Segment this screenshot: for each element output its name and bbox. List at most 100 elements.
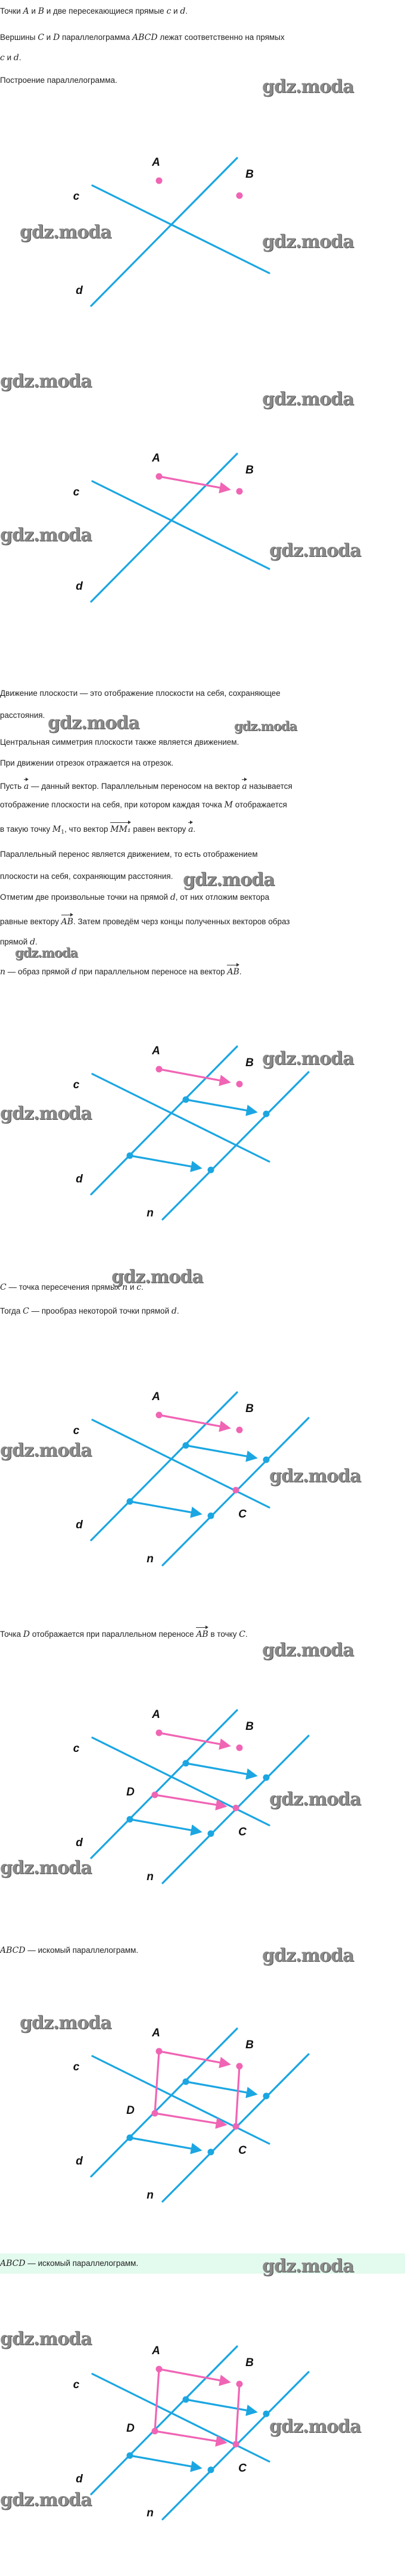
text-run: и (29, 7, 38, 16)
text-paragraph: плоскости на себя, сохраняющим расстояни… (0, 871, 173, 882)
construction-point (126, 2134, 133, 2141)
figure-canvas (90, 1709, 310, 1884)
side-AD (154, 2050, 160, 2114)
figure-canvas (90, 157, 270, 307)
text-paragraph: в такую точку M1, что вектор MM₁ равен в… (0, 821, 195, 838)
label-n: n (147, 2189, 154, 2202)
text-run: . (245, 1630, 248, 1639)
construction-point (207, 2148, 214, 2156)
watermark: gdz.moda (0, 1103, 92, 1124)
translation-vector-1 (185, 2398, 258, 2416)
text-run: и (4, 53, 14, 62)
text-run: Пусть (0, 782, 24, 791)
label-A: A (152, 2345, 160, 2357)
point-C (232, 2123, 239, 2130)
line-d (90, 2345, 238, 2496)
watermark: gdz.moda (0, 2329, 92, 2349)
translation-vector-2 (129, 1154, 202, 1172)
line-d (90, 2027, 238, 2178)
text-paragraph: Центральная симметрия плоскости также яв… (0, 737, 239, 748)
label-d: d (76, 1173, 83, 1185)
math-symbol: d (13, 53, 19, 63)
text-run: Движение плоскости — это отображение пло… (0, 689, 281, 698)
label-B: B (245, 168, 254, 181)
text-paragraph: Пусть a — данный вектор. Параллельным пе… (0, 778, 292, 792)
label-n: n (147, 1553, 154, 1565)
label-A: A (152, 452, 160, 465)
text-run: , от них отложим вектора (175, 893, 270, 902)
watermark: gdz.moda (262, 2256, 354, 2277)
label-B: B (245, 1720, 254, 1733)
construction-point (182, 1760, 189, 1767)
construction-point (182, 1442, 189, 1449)
math-symbol: d (71, 967, 77, 977)
label-B: B (245, 1057, 254, 1069)
text-run: При движении отрезок отражается на отрез… (0, 758, 174, 767)
line-d (90, 1391, 238, 1541)
text-run: параллелограмма (60, 33, 133, 42)
text-run: равные вектору (0, 917, 61, 926)
translation-vector-1 (185, 2080, 258, 2098)
point-A (155, 1411, 163, 1419)
watermark: gdz.moda (0, 2490, 92, 2510)
label-c: c (73, 2061, 80, 2073)
label-d: d (76, 1519, 83, 1531)
text-run: в точку (208, 1630, 239, 1639)
vector-DC (154, 2430, 228, 2447)
line-c (91, 2055, 270, 2145)
point-C (232, 1804, 239, 1812)
label-B: B (245, 2039, 254, 2051)
text-run: — образ прямой (5, 967, 72, 976)
point-B (236, 1426, 243, 1433)
vector-AB (158, 1068, 231, 1086)
watermark: gdz.moda (15, 945, 78, 960)
label-n: n (147, 2507, 154, 2519)
vector-notation: AB (61, 913, 74, 927)
text-run: Параллельный перенос является движением,… (0, 850, 258, 859)
line-d (90, 453, 238, 603)
watermark: gdz.moda (269, 1466, 362, 1487)
point-A (155, 1066, 163, 1073)
text-run: равен вектору (130, 825, 189, 834)
vector-AB (158, 1732, 231, 1750)
label-d: d (76, 580, 83, 593)
watermark: gdz.moda (111, 1267, 204, 1287)
text-run: — искомый параллелограмм. (25, 2259, 139, 2268)
text-run: . (141, 1283, 144, 1292)
line-c (91, 184, 270, 274)
text-run: лежат соответственно на прямых (157, 33, 285, 42)
text-paragraph: C — точка пересечения прямых n и c. (0, 1282, 144, 1293)
point-B (236, 2063, 243, 2070)
label-d: d (76, 1837, 83, 1849)
text-run: . (18, 53, 21, 62)
point-A (155, 1729, 163, 1736)
line-c (91, 1419, 270, 1509)
vector-notation: a (188, 821, 194, 835)
text-run: при параллельном переносе на вектор (77, 967, 228, 976)
math-symbol: C (0, 1283, 7, 1292)
math-symbol: n (122, 1283, 128, 1292)
label-c: c (73, 486, 80, 499)
label-C: C (238, 2144, 247, 2157)
label-A: A (152, 2027, 160, 2039)
label-d: d (76, 284, 83, 297)
line-n (161, 1071, 310, 1221)
math-symbol: A (23, 7, 29, 16)
text-run: Точки (0, 7, 23, 16)
text-paragraph: Построение параллелограмма. (0, 75, 117, 86)
text-paragraph: равные вектору AB. Затем проведём черз к… (0, 913, 290, 927)
label-C: C (238, 1826, 247, 1838)
text-run: Вершины (0, 33, 38, 42)
math-symbol: ABCD (132, 33, 158, 42)
text-paragraph: ABCD — искомый параллелограмм. (0, 1945, 138, 1956)
label-D: D (126, 2104, 135, 2117)
math-symbol: C (239, 1630, 245, 1639)
vector-DC (154, 1794, 228, 1811)
watermark: gdz.moda (20, 2012, 112, 2033)
conclusion-highlight: ABCD — искомый параллелограмм. (0, 2253, 405, 2274)
vector-notation: AB (227, 963, 240, 977)
text-run: называется (247, 782, 292, 791)
